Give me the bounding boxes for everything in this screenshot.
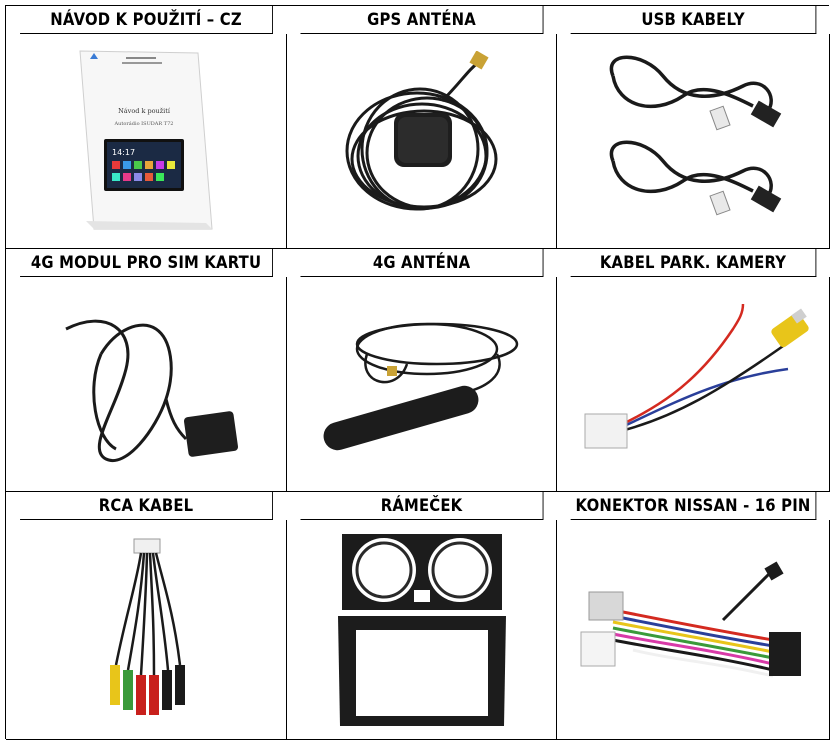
nissan-connector-image [557, 520, 830, 740]
camera-cable-image [557, 277, 830, 492]
manual-image: Návod k použití Autorádio ISUDAR T72 14:… [6, 34, 287, 249]
accessories-table: NÁVOD K POUŽITÍ – CZ GPS ANTÉNA USB KABE… [5, 5, 830, 740]
header-4g-module: 4G MODUL PRO SIM KARTU [20, 249, 273, 277]
header-gps-antenna: GPS ANTÉNA [300, 6, 544, 34]
header-rca-cable: RCA KABEL [20, 492, 273, 520]
4g-module-image [6, 277, 287, 492]
sma-connector [386, 366, 397, 376]
rca-red [136, 674, 146, 715]
manual-title: Návod k použití [118, 107, 171, 115]
header-manual: NÁVOD K POUŽITÍ – CZ [20, 6, 273, 34]
white-connector [584, 413, 628, 449]
svg-text:14:17: 14:17 [112, 148, 135, 157]
rca-yellow [110, 664, 120, 705]
rca-cable-image [6, 520, 287, 740]
nissan-plug-grey [588, 591, 624, 620]
iso-connector [769, 631, 801, 676]
4g-antenna-image [287, 277, 557, 492]
header-camera-cable: KABEL PARK. KAMERY [570, 249, 817, 277]
gps-antenna-image [287, 34, 557, 249]
harness-connector [133, 538, 161, 553]
header-4g-antenna: 4G ANTÉNA [300, 249, 544, 277]
frame-image [287, 520, 557, 740]
header-frame: RÁMEČEK [300, 492, 544, 520]
logo-icon [90, 52, 98, 59]
rca-green [123, 669, 133, 710]
sim-module-box [183, 411, 239, 457]
nissan-plug-white [580, 631, 616, 666]
manual-subtitle: Autorádio ISUDAR T72 [114, 120, 174, 127]
header-usb-cables: USB KABELY [570, 6, 817, 34]
antenna-body [323, 385, 478, 451]
header-nissan-connector: KONEKTOR NISSAN - 16 PIN [570, 492, 817, 520]
usb-cables-image [557, 34, 830, 249]
